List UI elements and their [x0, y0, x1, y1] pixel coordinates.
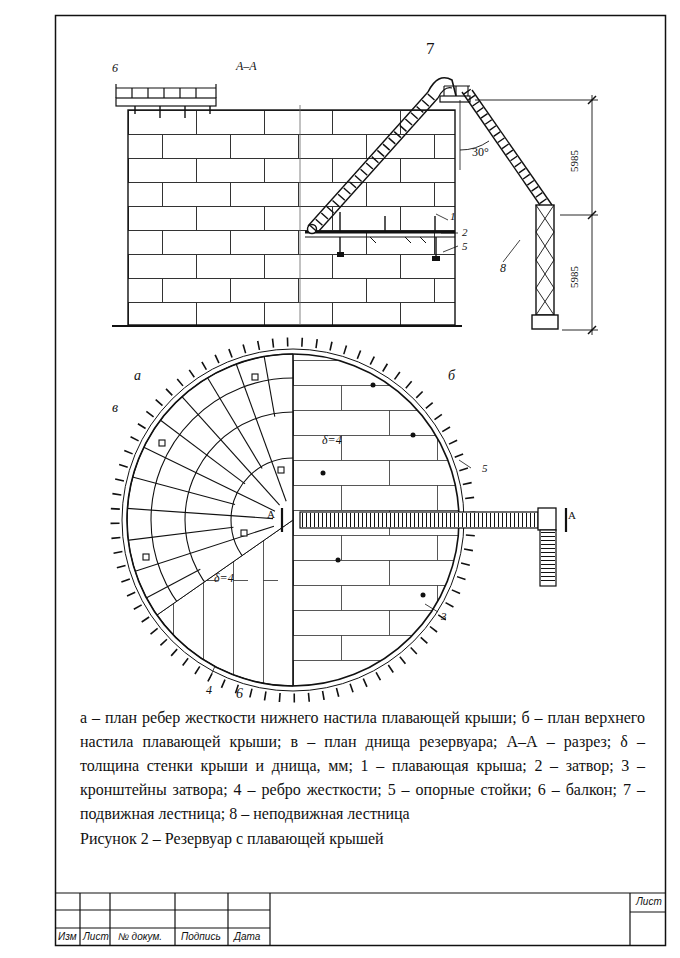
title-block [55, 893, 665, 945]
angle-dimension: 30° [472, 146, 489, 159]
callout-number: 5 [462, 240, 468, 252]
view-letter: а [134, 368, 141, 383]
callout-number: 1 [450, 210, 456, 222]
thickness-note: δ=4 [322, 434, 342, 447]
view-letter: 6 [236, 686, 243, 701]
view-letter: б [448, 368, 455, 383]
callout-number: 2 [462, 226, 468, 238]
walkway [282, 508, 566, 586]
section-mark: А [267, 508, 275, 520]
title-block-cell: Подпись [181, 931, 221, 942]
legend-note: а – план ребер жесткости нижнего настила… [80, 706, 645, 826]
thickness-note: δ=4 [214, 572, 234, 585]
title-block-cell: Изм [58, 931, 77, 942]
tank-elevation [112, 78, 598, 335]
title-block-cell: Лист [83, 931, 109, 942]
callout-number: 7 [426, 40, 435, 59]
dimension: 5985 [568, 266, 580, 288]
sheet-frame [56, 16, 666, 946]
callout-number: 4 [206, 684, 212, 697]
section-label: А–А [236, 60, 257, 73]
dimension: 5985 [568, 150, 580, 172]
section-mark: А [568, 509, 576, 521]
callout-number: 6 [112, 62, 118, 75]
view-letter: в [112, 400, 118, 415]
title-block-cell: Лист [636, 896, 662, 907]
callout-number: 3 [441, 610, 447, 622]
title-block-cell: № докум. [118, 931, 162, 942]
callout-number: 8 [500, 262, 506, 275]
callout-number: 5 [482, 462, 488, 474]
figure-caption: Рисунок 2 – Резервуар с плавающей крышей [80, 830, 384, 848]
title-block-cell: Дата [234, 931, 260, 942]
